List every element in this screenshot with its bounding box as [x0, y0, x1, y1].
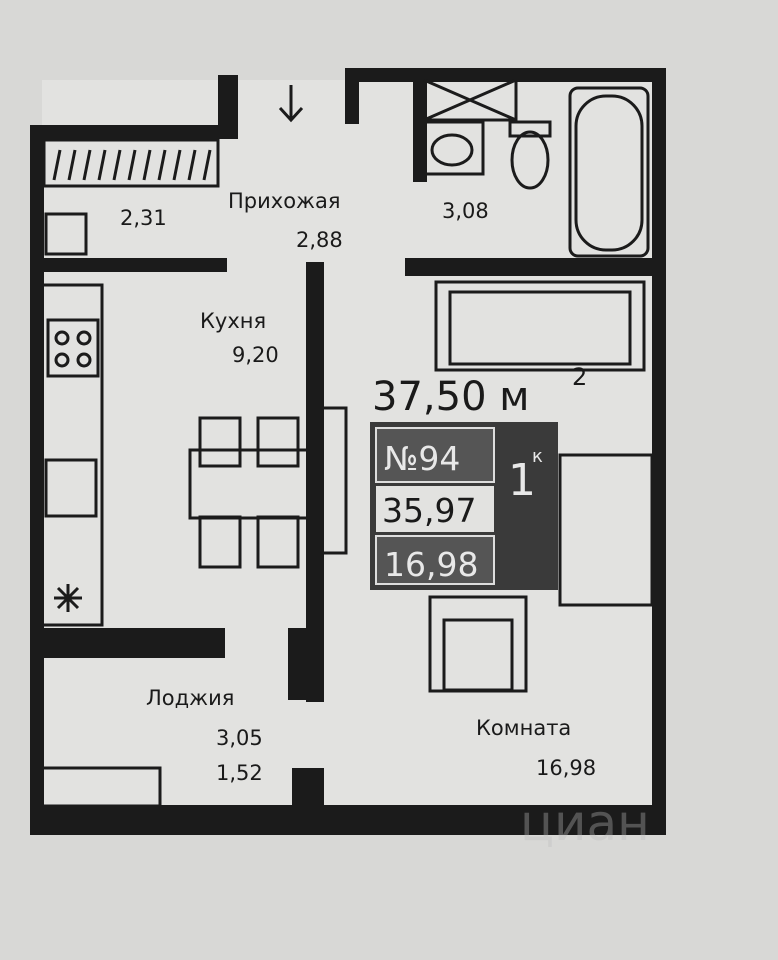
- stove-icon: [46, 318, 100, 378]
- total-area-unit-sup: 2: [572, 363, 587, 391]
- dining-table-icon: [188, 448, 312, 520]
- kitchen-area: 9,20: [232, 343, 279, 367]
- room-area: 16,98: [536, 756, 596, 780]
- bathtub-icon: [568, 86, 650, 258]
- watermark: циан: [520, 794, 650, 852]
- living-total: 35,97: [382, 491, 476, 530]
- storage-area: 2,31: [120, 206, 167, 230]
- loggia-area-reduced: 1,52: [216, 761, 263, 785]
- kitchen-name: Кухня: [200, 309, 266, 333]
- entrance-arrow-icon: [278, 85, 304, 123]
- bathroom-area: 3,08: [442, 199, 489, 223]
- hallway-area: 2,88: [296, 228, 343, 252]
- apartment-number: №94: [384, 439, 460, 478]
- loggia-name: Лоджия: [146, 686, 234, 710]
- total-area: 37,50 м: [372, 374, 529, 420]
- rooms-count: 1: [508, 455, 536, 506]
- room-name: Комната: [476, 716, 571, 740]
- walls: [30, 68, 666, 835]
- radiator-icon: [320, 406, 348, 555]
- boiler-icon: [44, 212, 88, 256]
- hallway-name: Прихожая: [228, 189, 340, 213]
- wardrobe-icon: [42, 138, 220, 188]
- kitchen-sink-icon: [44, 458, 98, 518]
- sofa-icon: [434, 280, 646, 372]
- loggia-area: 3,05: [216, 726, 263, 750]
- loggia-rail: [40, 766, 162, 808]
- kitchen-counter: [40, 283, 104, 627]
- fridge-icon: [54, 584, 82, 612]
- sink-icon: [421, 120, 485, 176]
- shower-icon: [422, 78, 518, 122]
- toilet-icon: [510, 130, 550, 190]
- plan-floor: [42, 80, 654, 805]
- wardrobe-room-icon: [558, 453, 654, 607]
- rooms-count-sup: к: [532, 446, 543, 467]
- living-area: 16,98: [384, 545, 478, 584]
